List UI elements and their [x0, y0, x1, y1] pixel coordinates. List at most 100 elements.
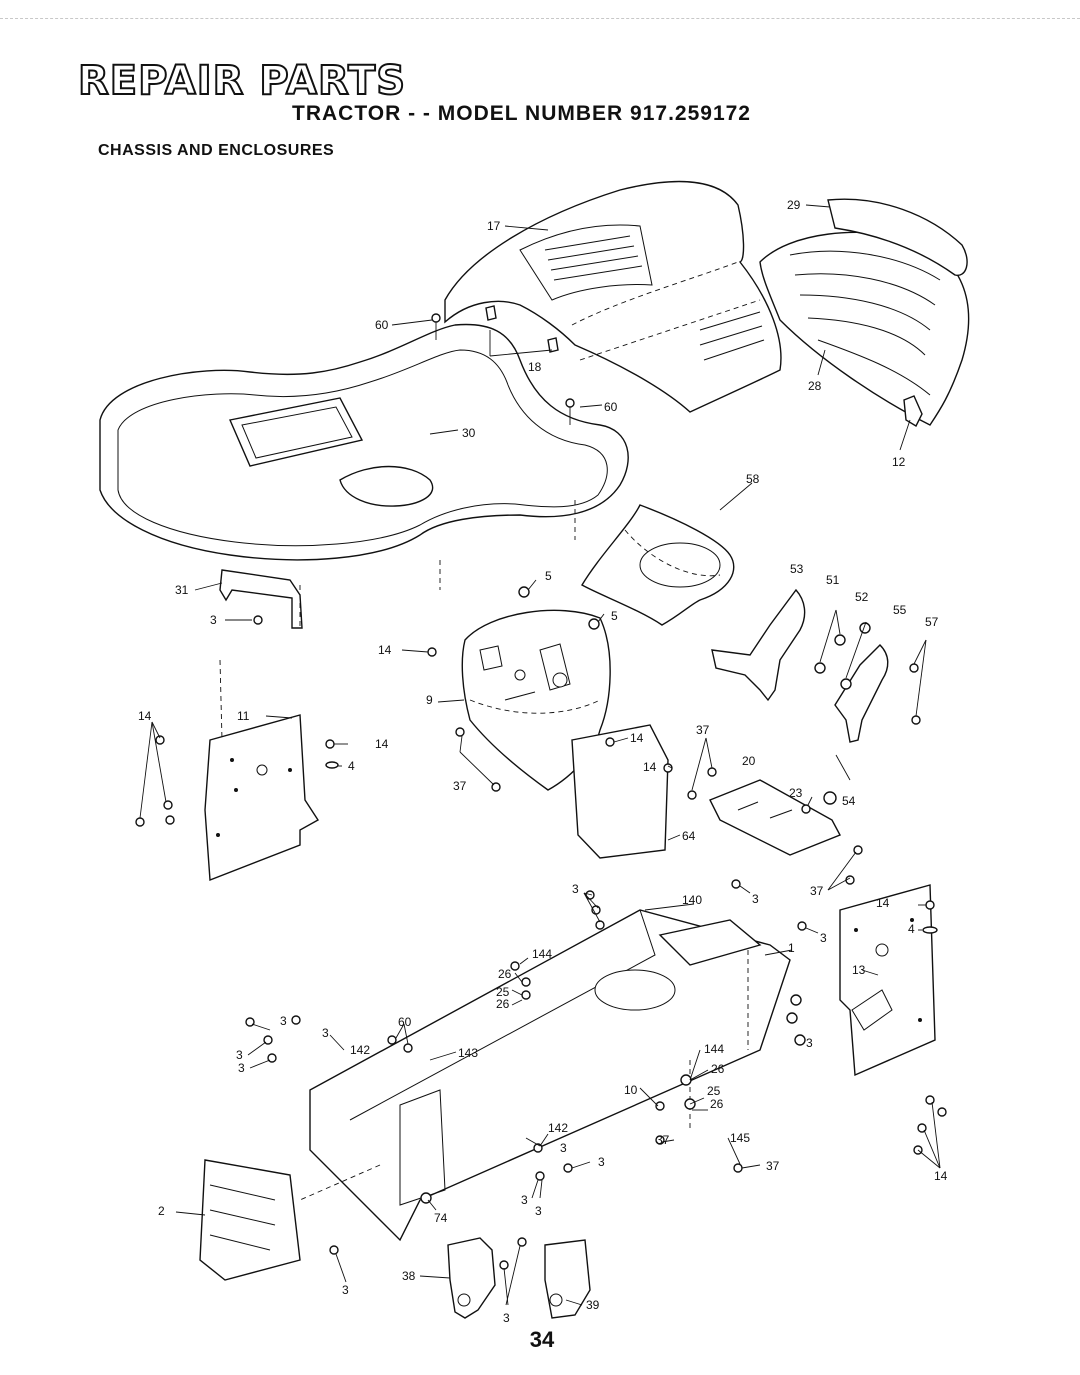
callout-3-k: 3	[598, 1155, 605, 1169]
page-number: 34	[529, 1327, 555, 1352]
bracket-53	[711, 588, 806, 702]
grille-nose-part	[759, 231, 970, 426]
callout-142-b: 142	[548, 1121, 568, 1135]
bumper-top-part	[827, 198, 968, 276]
callout-20: 20	[742, 754, 756, 768]
callout-3-n: 3	[342, 1283, 349, 1297]
mount-bracket-31	[219, 569, 303, 629]
callout-3-j: 3	[560, 1141, 567, 1155]
callout-1: 1	[788, 941, 795, 955]
callout-2: 2	[158, 1204, 165, 1218]
bracket-55	[834, 644, 889, 743]
callout-60-mid: 60	[604, 400, 618, 414]
callout-52: 52	[855, 590, 869, 604]
callout-14-g: 14	[934, 1169, 948, 1183]
page-header: REPAIR PARTS TRACTOR - - MODEL NUMBER 91…	[0, 0, 1080, 190]
callout-54: 54	[842, 794, 856, 808]
callout-26-d: 26	[710, 1097, 724, 1111]
callout-13: 13	[852, 963, 866, 977]
guide-lines-lower	[299, 950, 749, 1201]
section-title: CHASSIS AND ENCLOSURES	[98, 142, 335, 159]
side-panel-left-11	[204, 714, 319, 881]
callout-26-b: 26	[496, 997, 510, 1011]
callout-10: 10	[624, 1083, 638, 1097]
callout-3-o: 3	[503, 1311, 510, 1325]
callout-140: 140	[682, 893, 702, 907]
callout-14-e: 14	[643, 760, 657, 774]
callout-37-c: 37	[810, 884, 824, 898]
callout-143: 143	[458, 1046, 478, 1060]
bracket-12	[903, 395, 923, 427]
bracket-38	[447, 1237, 496, 1319]
callout-29: 29	[787, 198, 801, 212]
callout-3-d: 3	[820, 931, 827, 945]
callout-142-a: 142	[350, 1043, 370, 1057]
callout-3-b: 3	[572, 882, 579, 896]
callout-3-f: 3	[322, 1026, 329, 1040]
callout-5-a: 5	[545, 569, 552, 583]
callout-18: 18	[528, 360, 542, 374]
callout-9: 9	[426, 693, 433, 707]
callout-31: 31	[175, 583, 189, 597]
callout-17: 17	[487, 219, 501, 233]
callout-39: 39	[586, 1298, 600, 1312]
callout-4-b: 4	[908, 922, 915, 936]
callout-3-i: 3	[806, 1036, 813, 1050]
fender-part	[99, 323, 629, 561]
leader-lines	[139, 204, 941, 1306]
callout-30: 30	[462, 426, 476, 440]
callout-3-e: 3	[280, 1014, 287, 1028]
callout-64: 64	[682, 829, 696, 843]
callout-144-a: 144	[532, 947, 552, 961]
callout-57: 57	[925, 615, 939, 629]
callout-37-b: 37	[696, 723, 710, 737]
main-frame-part	[199, 909, 791, 1281]
tray-64	[571, 724, 669, 859]
callout-26-c: 26	[711, 1062, 725, 1076]
callout-26-a: 26	[498, 967, 512, 981]
repair-parts-banner: REPAIR PARTS	[77, 57, 407, 105]
callout-37-e: 37	[766, 1159, 780, 1173]
callout-145: 145	[730, 1131, 750, 1145]
callout-14-f: 14	[876, 896, 890, 910]
plate-20	[709, 779, 841, 856]
callout-37-d: 37	[656, 1133, 670, 1147]
callout-14-a: 14	[378, 643, 392, 657]
heat-shield-part	[581, 504, 735, 626]
callout-12: 12	[892, 455, 906, 469]
callout-5-b: 5	[611, 609, 618, 623]
callout-3-c: 3	[752, 892, 759, 906]
callout-25-a: 25	[496, 985, 510, 999]
callout-23: 23	[789, 786, 803, 800]
callout-3-g: 3	[236, 1048, 243, 1062]
callout-51: 51	[826, 573, 840, 587]
bracket-39	[544, 1239, 591, 1319]
callout-55: 55	[893, 603, 907, 617]
callout-53: 53	[790, 562, 804, 576]
callout-4-a: 4	[348, 759, 355, 773]
callout-28: 28	[808, 379, 822, 393]
callout-60-top: 60	[375, 318, 389, 332]
callout-3-l: 3	[521, 1193, 528, 1207]
callout-3-m: 3	[535, 1204, 542, 1218]
callout-25-b: 25	[707, 1084, 721, 1098]
callout-38: 38	[402, 1269, 416, 1283]
callout-3-h: 3	[238, 1061, 245, 1075]
callout-58: 58	[746, 472, 760, 486]
rear-plate-2	[199, 1159, 301, 1281]
hood-part	[444, 180, 782, 413]
callout-14-c: 14	[375, 737, 389, 751]
callout-60-low: 60	[398, 1015, 412, 1029]
top-rule	[0, 18, 1080, 20]
callout-3-a: 3	[210, 613, 217, 627]
callout-14-d: 14	[630, 731, 644, 745]
callout-74: 74	[434, 1211, 448, 1225]
guide-lines	[219, 500, 576, 741]
side-panel-right-13	[839, 884, 936, 1077]
callout-11: 11	[237, 709, 250, 723]
callout-14-b: 14	[138, 709, 152, 723]
callout-144-b: 144	[704, 1042, 724, 1056]
model-number-title: TRACTOR - - MODEL NUMBER 917.259172	[292, 102, 751, 125]
callout-37-a: 37	[453, 779, 467, 793]
